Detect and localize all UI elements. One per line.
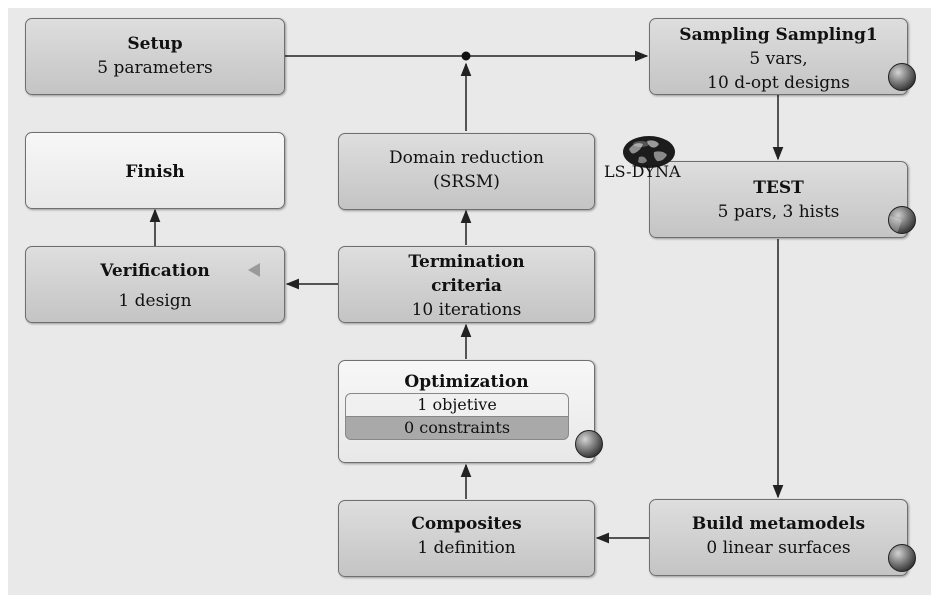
setup-title: Setup <box>127 34 183 54</box>
sampling-node[interactable]: Sampling Sampling1 5 vars, 10 d-opt desi… <box>649 18 916 95</box>
composites-node[interactable]: Composites 1 definition <box>338 500 595 577</box>
test-detail: 5 pars, 3 hists <box>717 202 840 222</box>
status-ball-icon <box>888 206 916 234</box>
termination-title: Termination <box>408 252 525 272</box>
termination-title-2: criteria <box>431 276 502 296</box>
setup-node[interactable]: Setup 5 parameters <box>25 18 285 95</box>
test-node[interactable]: TEST 5 pars, 3 hists <box>649 161 916 238</box>
composites-title: Composites <box>411 514 522 534</box>
sampling-designs: 10 d-opt designs <box>707 73 850 93</box>
metamodels-title: Build metamodels <box>691 514 866 534</box>
status-ball-icon <box>888 544 916 572</box>
finish-node[interactable]: Finish <box>25 132 285 209</box>
verification-detail: 1 design <box>118 291 192 311</box>
metamodels-detail: 0 linear surfaces <box>706 538 851 558</box>
verification-node[interactable]: Verification 1 design <box>25 246 285 323</box>
constraints-row[interactable]: 0 constraints <box>345 416 569 440</box>
sampling-vars: 5 vars, <box>749 49 808 69</box>
termination-detail: 10 iterations <box>411 300 522 320</box>
optimization-title: Optimization <box>404 372 529 392</box>
status-ball-icon <box>575 430 603 458</box>
status-wedge-icon <box>248 263 260 277</box>
setup-detail: 5 parameters <box>97 58 213 78</box>
domain-reduction-node[interactable]: Domain reduction (SRSM) <box>338 133 595 210</box>
verification-title: Verification <box>100 261 210 281</box>
solver-label: LS-DYNA <box>604 162 681 181</box>
globe-icon[interactable] <box>621 135 677 169</box>
objectives-row[interactable]: 1 objetive <box>345 393 569 417</box>
test-title: TEST <box>753 178 804 198</box>
status-ball-icon <box>888 63 916 91</box>
composites-detail: 1 definition <box>417 538 516 558</box>
termination-criteria-node[interactable]: Termination criteria 10 iterations <box>338 246 595 323</box>
domain-reduction-method: (SRSM) <box>433 172 500 192</box>
domain-reduction-label: Domain reduction <box>389 148 544 168</box>
wire-junction-dot <box>461 51 471 61</box>
sampling-title: Sampling Sampling1 <box>679 25 878 45</box>
optimization-node[interactable]: Optimization 1 objetive 0 constraints <box>338 360 603 463</box>
finish-title: Finish <box>125 162 185 182</box>
build-metamodels-node[interactable]: Build metamodels 0 linear surfaces <box>649 499 916 576</box>
